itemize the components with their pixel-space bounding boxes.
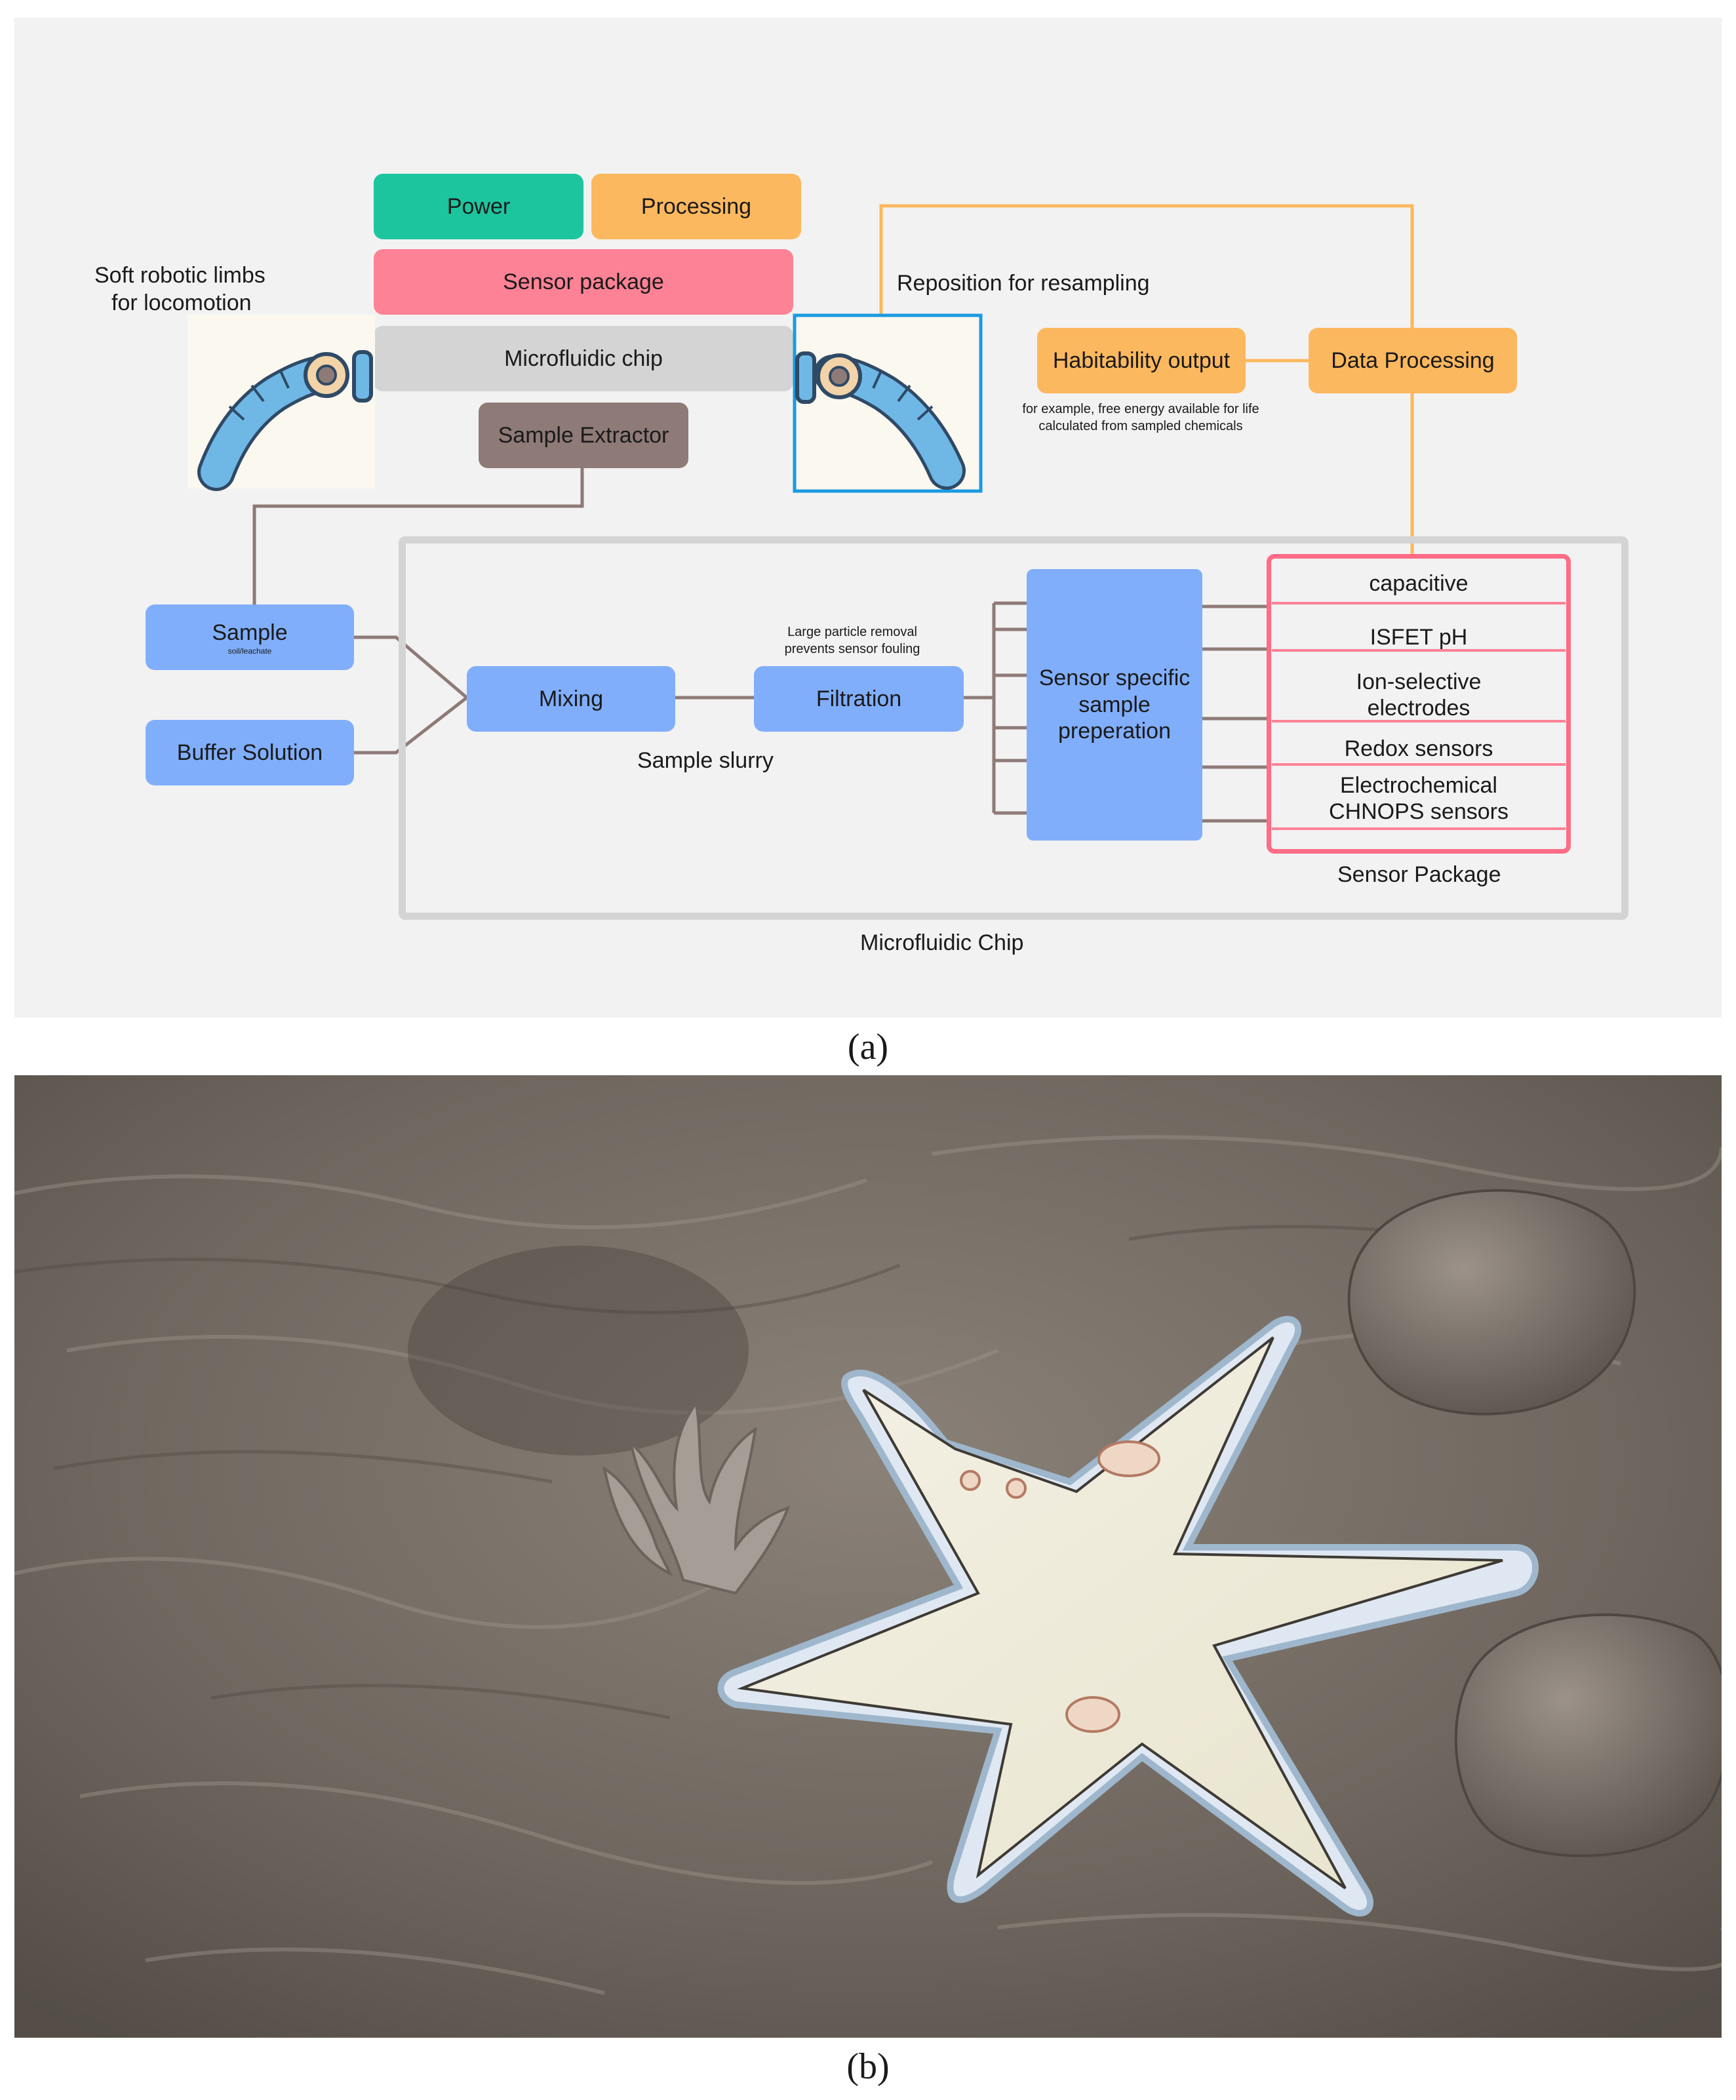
sensor-specific-line-1: Sensor specific (1038, 665, 1191, 690)
sensor-specific-line-2: sample (1078, 692, 1151, 717)
processing-label: Processing (641, 193, 752, 219)
processing-box: Processing (591, 174, 801, 239)
sample-label: Sample (212, 620, 288, 645)
sensor-package-caption: Sensor Package (1337, 862, 1501, 887)
sensor-ion-selective-1: Ion-selective (1356, 669, 1482, 694)
buffer-solution-box: Buffer Solution (146, 720, 354, 785)
left-limb-icon (187, 315, 375, 491)
sample-box: Sample soil/leachate (146, 604, 354, 670)
sensor-redox: Redox sensors (1344, 736, 1493, 761)
sensor-package-label: Sensor package (503, 269, 664, 294)
reposition-label: Reposition for resampling (897, 271, 1150, 296)
sample-extractor-label: Sample Extractor (498, 422, 669, 448)
soft-limbs-label-2: for locomotion (111, 290, 252, 315)
sample-slurry-label: Sample slurry (637, 748, 774, 773)
sensor-isfet-ph: ISFET pH (1370, 625, 1468, 650)
martian-surface-illustration (14, 1075, 1722, 2038)
habitability-output-label: Habitability output (1052, 347, 1231, 373)
sensor-specific-line-3: preperation (1057, 719, 1171, 744)
filtration-note-1: Large particle removal (787, 625, 917, 639)
data-processing-box: Data Processing (1309, 328, 1517, 393)
habitability-output-box: Habitability output (1037, 328, 1246, 393)
buffer-solution-label: Buffer Solution (176, 740, 323, 765)
mixing-label: Mixing (538, 686, 604, 711)
mixing-box: Mixing (467, 666, 675, 732)
sensor-package-box: Sensor package (374, 249, 793, 315)
coral-icon (602, 1399, 791, 1595)
sensor-capacitive: capacitive (1369, 571, 1469, 596)
microfluidic-chip-box: Microfluidic chip (374, 326, 793, 391)
habitability-note-2: calculated from sampled chemicals (1038, 419, 1243, 433)
panel-b-caption: (b) (846, 2046, 890, 2087)
data-processing-label: Data Processing (1331, 347, 1495, 373)
soft-limbs-label-1: Soft robotic limbs (94, 263, 266, 288)
sensor-specific-prep-box: Sensor specific sample preperation (1027, 569, 1202, 841)
sample-extractor-box: Sample Extractor (479, 403, 688, 468)
right-limb-icon (793, 313, 983, 493)
connector-lines (252, 204, 1414, 823)
sensor-chnops-2: CHNOPS sensors (1329, 799, 1509, 824)
sample-sub-label: soil/leachate (227, 646, 272, 656)
sensor-ion-selective-2: electrodes (1367, 696, 1470, 721)
microfluidic-chip-frame (399, 536, 1628, 920)
rock-icon (1347, 1189, 1722, 1857)
starfish-robot-icon (717, 1315, 1539, 1917)
filtration-label: Filtration (816, 686, 902, 711)
microfluidic-chip-caption: Microfluidic Chip (860, 930, 1024, 955)
panel-b-photo (14, 1075, 1722, 2038)
panel-a-caption: (a) (847, 1027, 889, 1067)
filtration-box: Filtration (754, 666, 964, 732)
power-box: Power (374, 174, 583, 239)
habitability-note-1: for example, free energy available for l… (1022, 402, 1259, 416)
sensor-dividers (1272, 602, 1566, 830)
sensor-chnops-1: Electrochemical (1340, 773, 1497, 798)
microfluidic-chip-label: Microfluidic chip (504, 346, 663, 371)
filtration-note-2: prevents sensor fouling (784, 642, 920, 656)
power-label: Power (446, 193, 511, 219)
